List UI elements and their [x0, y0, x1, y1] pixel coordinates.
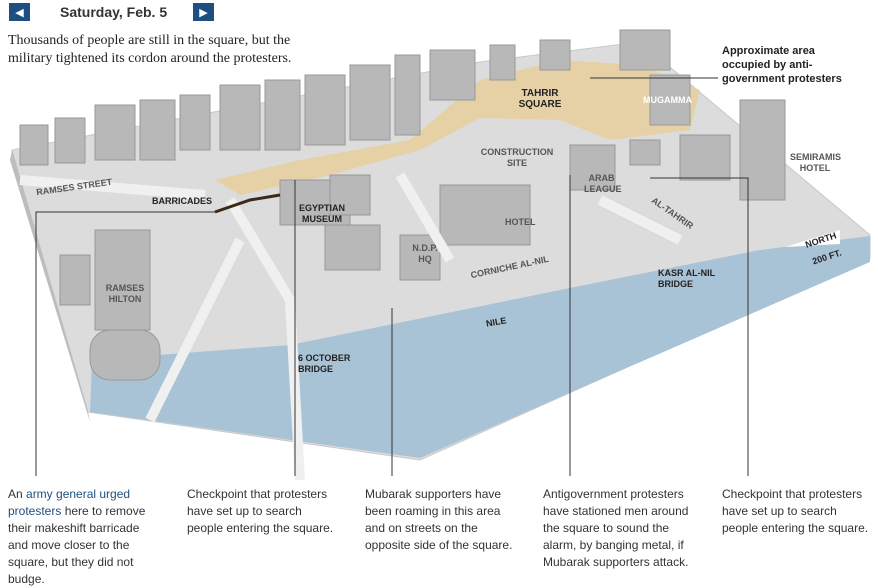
streets [19, 172, 683, 481]
label-ndp: N.D.P. HQ [412, 243, 438, 264]
barricade-line [214, 193, 281, 214]
next-day-button[interactable]: ▶ [193, 3, 214, 21]
note-checkpoint-2: Checkpoint that protesters have set up t… [722, 487, 869, 535]
left-arrow-icon: ◀ [15, 6, 24, 19]
label-barricades: BARRICADES [152, 196, 213, 206]
right-arrow-icon: ▶ [199, 6, 208, 19]
label-ramses-hilton: RAMSES HILTON [105, 283, 145, 304]
label-kasr-al-nil-bridge: KASR AL-NIL BRIDGE [658, 268, 715, 289]
date-label: Saturday, Feb. 5 [60, 4, 168, 20]
note-mubarak-supporters: Mubarak supporters have been roaming in … [365, 487, 513, 552]
buildings [19, 29, 786, 381]
intro-text: Thousands of people are still in the squ… [8, 33, 292, 66]
ground-edge [10, 150, 90, 422]
army-general-link[interactable]: army general urged protesters [8, 487, 131, 518]
prev-day-button[interactable]: ◀ [9, 3, 30, 21]
legend-protest-area: Approximate area occupied by anti-govern… [722, 45, 842, 85]
label-hotel: HOTEL [505, 217, 536, 227]
nile-river [90, 236, 870, 458]
note-army-general: An army general urged protesters here to… [8, 487, 146, 586]
label-6-october-bridge: 6 OCTOBER BRIDGE [298, 353, 351, 374]
label-museum: EGYPTIAN MUSEUM [298, 203, 345, 224]
label-arab-league: ARAB LEAGUE [584, 173, 622, 194]
note-checkpoint-1: Checkpoint that protesters have set up t… [187, 487, 334, 535]
label-mugamma: MUGAMMA [643, 95, 692, 105]
callout-lines [35, 77, 749, 476]
protest-area [215, 60, 700, 195]
label-tahrir: TAHRIR SQUARE [518, 88, 562, 110]
label-semiramis: SEMIRAMIS HOTEL [790, 152, 842, 173]
note-alarm: Antigovernment protesters have stationed… [543, 487, 689, 569]
label-construction: CONSTRUCTION SITE [480, 147, 554, 168]
north-arrow-icon [785, 230, 840, 247]
